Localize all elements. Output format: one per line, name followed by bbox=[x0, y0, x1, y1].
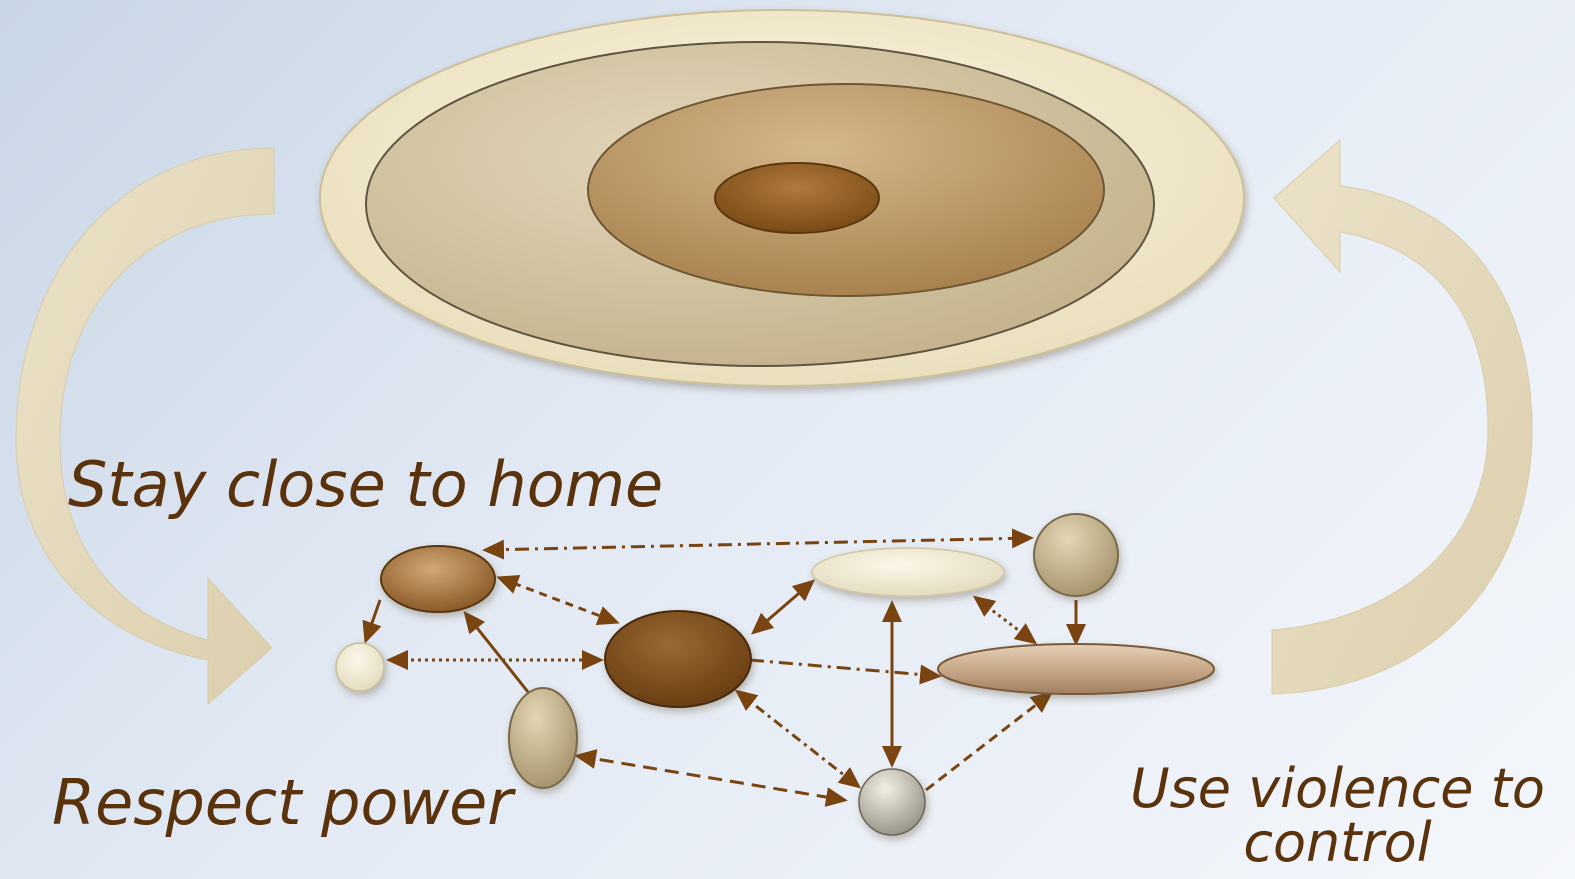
connection-arrow bbox=[925, 691, 1054, 792]
node-dark-center bbox=[604, 610, 752, 708]
respect-power-label: Respect power bbox=[52, 766, 513, 839]
node-small-cream bbox=[335, 642, 385, 692]
use-violence-label: Use violence to control bbox=[1130, 757, 1545, 874]
connection-arrow bbox=[482, 528, 1034, 560]
connection-arrow bbox=[749, 658, 942, 685]
node-grey-sphere bbox=[858, 768, 926, 836]
node-long-ellipse bbox=[937, 643, 1215, 695]
connection-arrow bbox=[362, 599, 382, 644]
connection-arrow bbox=[972, 595, 1038, 645]
node-tan-circle bbox=[1033, 513, 1119, 597]
connection-arrow bbox=[463, 610, 530, 693]
right-cycle-arrow-icon bbox=[1271, 138, 1533, 695]
connection-arrow bbox=[734, 689, 862, 789]
connection-arrow bbox=[574, 749, 848, 807]
node-cream-flat bbox=[811, 547, 1005, 597]
network-connections bbox=[362, 528, 1086, 807]
connection-arrow bbox=[750, 579, 816, 635]
core-ring bbox=[714, 162, 880, 234]
node-tan-vertical bbox=[508, 687, 578, 789]
stay-close-label: Stay close to home bbox=[68, 448, 664, 521]
network-nodes bbox=[335, 513, 1215, 836]
left-cycle-arrow-icon bbox=[15, 147, 275, 706]
connection-arrow bbox=[496, 575, 620, 625]
concentric-circles bbox=[319, 9, 1245, 387]
node-brown-top-left bbox=[380, 545, 496, 613]
